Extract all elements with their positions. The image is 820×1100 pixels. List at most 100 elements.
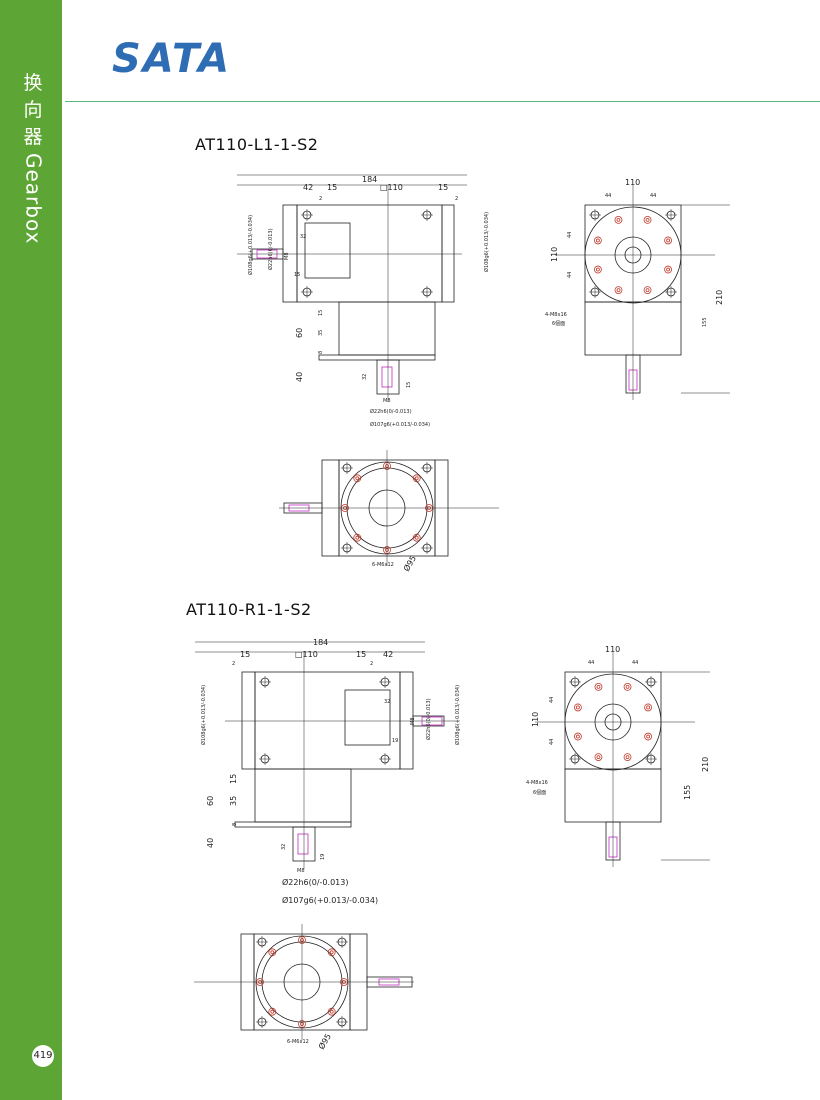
dim-thread: M8: [284, 253, 290, 261]
bolt-hole-icon: [664, 265, 673, 274]
bolt-hole-icon: [623, 682, 632, 691]
bolt-hole-icon: [625, 684, 630, 689]
flange-left: [241, 671, 256, 770]
bolt-hole-icon: [593, 236, 602, 245]
dim-height: 110: [550, 247, 559, 262]
shaft-thread-highlight: [297, 833, 309, 855]
model-title-l1: AT110-L1-1-S2: [195, 135, 319, 154]
l1-side-dimensions: 110 44 44 110 44 44 210 155 4-M8x16 6個面: [545, 178, 724, 327]
bolt-hole-icon: [353, 533, 362, 542]
bolt-hole-icon: [625, 755, 630, 760]
dim-dia-shaft2: Ø22h6(0/-0.013): [370, 408, 412, 415]
bolt-hole-icon: [573, 732, 582, 741]
bolt-hole-icon: [593, 265, 602, 274]
dim-total: 210: [715, 290, 724, 305]
bolt-hole-icon: [595, 267, 600, 272]
tap-spec: 4-M8x16: [526, 780, 548, 786]
page-number: 419: [32, 1045, 54, 1067]
bolt-hole-icon: [646, 734, 651, 739]
housing: [296, 204, 443, 303]
title-cn-1: 换: [23, 72, 43, 94]
window-cutout: [344, 689, 391, 746]
dim-width: 110: [625, 178, 640, 187]
title-cn-2: 向: [23, 99, 43, 121]
bottom-pcd: Ø95: [316, 1032, 333, 1051]
dim-key-len2: 32: [281, 844, 287, 850]
bolt-hole-icon: [645, 288, 650, 293]
dim-key-off2: 19: [320, 854, 326, 860]
bolt-hole-icon: [575, 705, 580, 710]
dim-h-lip: 8: [318, 351, 324, 354]
bolt-hole-icon: [616, 288, 621, 293]
dim-h-flange: 15: [318, 310, 324, 316]
dim-pitch-c: 44: [549, 697, 555, 703]
dim-thread2: M8: [297, 868, 305, 874]
bolt-hole-icon: [573, 703, 582, 712]
bolt-hole-icon: [412, 474, 421, 483]
bolt-hole-icon: [412, 533, 421, 542]
shaft-thread-highlight: [421, 716, 443, 726]
bolt-hole-icon: [596, 755, 601, 760]
bolt-hole-icon: [644, 703, 653, 712]
dim-dia-shaft: Ø22h6(0/-0.013): [425, 698, 432, 740]
sata-logo: SATA: [112, 36, 232, 82]
bolt-hole-icon: [329, 1009, 334, 1014]
r1-side-dimensions: 110 44 44 110 44 44 210 155 4-M8x16 6個面: [526, 645, 710, 800]
dim-flange-r: 15: [438, 183, 448, 192]
dim-h-body: 35: [229, 796, 238, 806]
dim-pitch-d: 44: [549, 739, 555, 745]
dim-key-off: 15: [294, 272, 300, 278]
bolt-hole-icon: [353, 474, 362, 483]
bolt-hole-icon: [355, 476, 360, 481]
l1-bottom-dimensions: 6-M6x12 Ø95: [372, 554, 418, 573]
bottom-pcd: Ø95: [401, 554, 418, 573]
bolt-hole-icon: [329, 950, 334, 955]
dim-pitch-a: 44: [588, 660, 594, 666]
window-cutout: [304, 222, 351, 279]
bolt-hole-icon: [614, 286, 623, 295]
bolt-hole-icon: [666, 238, 671, 243]
title-en: Gearbox: [21, 153, 46, 245]
bolt-hole-icon: [575, 734, 580, 739]
output-flange: [318, 354, 436, 361]
l1-front-dimensions: 184 42 15 □110 15 2 2 32 15 M8 Ø108g6(+0…: [247, 175, 490, 428]
bolt-hole-icon: [414, 476, 419, 481]
dim-gap-r: 2: [455, 196, 458, 202]
dim-flange-r: 15: [356, 650, 366, 659]
tap-note: 6個面: [533, 789, 546, 796]
bolt-hole-icon: [616, 217, 621, 222]
section-title: 换 向 器 Gearbox: [18, 70, 48, 252]
bottom-tap: 6-M6x12: [372, 562, 394, 568]
bolt-hole-icon: [414, 535, 419, 540]
bolt-hole-icon: [270, 950, 275, 955]
dim-h-total: 60: [295, 328, 304, 338]
dim-width: 110: [605, 645, 620, 654]
dim-flange-l: 15: [327, 183, 337, 192]
dim-h-lip: 8: [232, 823, 238, 826]
dim-pitch-c: 44: [567, 232, 573, 238]
dim-gap-r: 2: [370, 661, 373, 667]
bolt-hole-icon: [623, 753, 632, 762]
tap-spec: 4-M8x16: [545, 312, 567, 318]
dim-left-shaft: 42: [383, 650, 393, 659]
dim-pitch-b: 44: [632, 660, 638, 666]
dim-pitch-d: 44: [567, 272, 573, 278]
bolt-hole-icon: [594, 682, 603, 691]
shaft-thread-highlight: [256, 249, 278, 259]
dim-dia-shaft: Ø22h6(0/-0.013): [267, 228, 274, 270]
dim-height: 110: [531, 712, 540, 727]
dim-pitch-a: 44: [605, 193, 611, 199]
dim-dia-right: Ø108g6(+0.013/-0.034): [483, 212, 490, 272]
dim-h-flange: 15: [229, 774, 238, 784]
dim-dia-left: Ø108g6(+0.013/-0.034): [200, 685, 207, 745]
dim-shaft-len: 40: [295, 372, 304, 382]
dim-square: □110: [380, 183, 403, 192]
dim-dia-left: Ø108g6(+0.013/-0.034): [247, 215, 254, 275]
bolt-hole-icon: [594, 753, 603, 762]
dim-gap-l: 2: [232, 661, 235, 667]
shaft-thread-highlight: [381, 366, 393, 388]
bolt-hole-icon: [666, 267, 671, 272]
dim-total: 210: [701, 757, 710, 772]
dim-h-body: 35: [318, 330, 324, 336]
